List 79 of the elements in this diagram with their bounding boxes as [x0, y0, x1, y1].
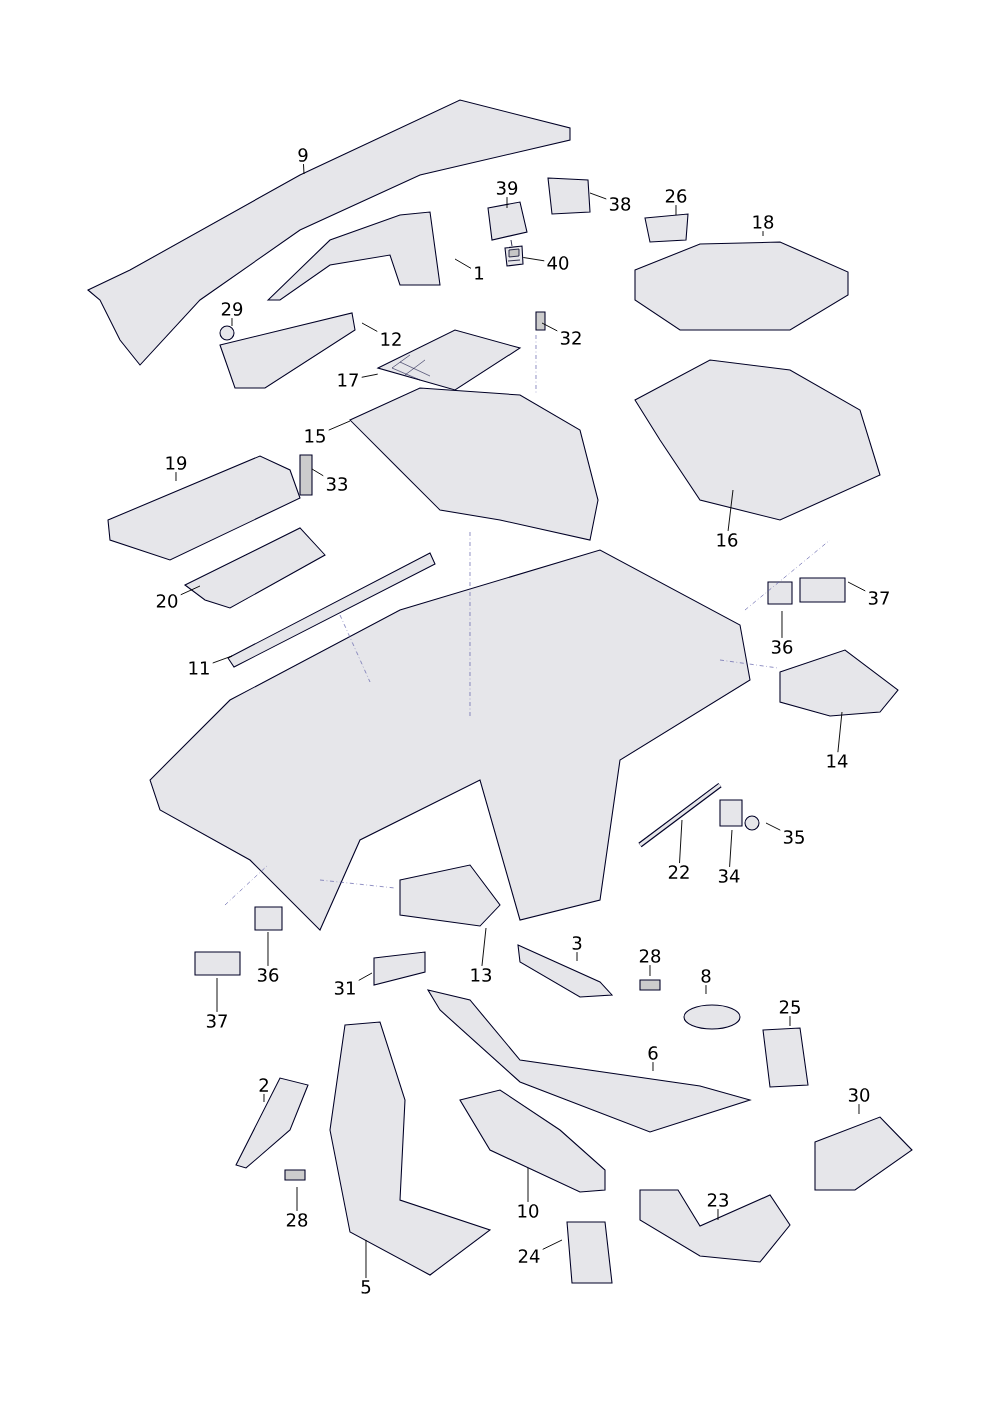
callout-number: 8: [701, 969, 711, 983]
callout-number: 33: [326, 477, 347, 491]
leader-line: [365, 1239, 367, 1279]
leader-line: [858, 1103, 860, 1115]
leader-line: [296, 1186, 298, 1212]
callout-number: 34: [718, 869, 740, 883]
callout-number: 18: [753, 215, 774, 229]
leader-line: [717, 1208, 719, 1221]
leader-line: [212, 655, 233, 664]
callout-number: 2: [259, 1078, 268, 1092]
callout-number: 12: [381, 332, 401, 346]
clip-drawing: [504, 239, 524, 267]
callout-number: 40: [547, 256, 569, 270]
callout-number: 39: [496, 181, 518, 195]
callout-number: 6: [648, 1046, 658, 1060]
leader-line: [542, 1239, 563, 1250]
leader-line: [652, 1061, 654, 1072]
leader-line: [216, 977, 218, 1013]
callout-number: 37: [206, 1014, 227, 1028]
leader-line: [576, 951, 578, 962]
callout-number: 37: [868, 591, 889, 605]
leader-line: [649, 964, 651, 977]
leader-line: [847, 581, 866, 592]
leader-line: [328, 420, 351, 431]
leader-line: [541, 322, 558, 332]
callout-number: 19: [166, 456, 187, 470]
leader-line: [231, 317, 233, 327]
leader-line: [180, 585, 201, 596]
leader-line: [361, 373, 379, 378]
callout-number: 16: [717, 533, 738, 547]
leader-line: [454, 258, 472, 269]
callout-number: 28: [286, 1213, 308, 1227]
callout-number: 32: [560, 331, 581, 345]
callout-number: 15: [305, 429, 325, 443]
leader-line: [527, 1167, 529, 1203]
leader-line: [361, 322, 378, 332]
leader-line: [705, 984, 707, 995]
leader-line: [506, 196, 508, 209]
callout-number: 29: [221, 302, 243, 316]
callout-number: 24: [518, 1249, 540, 1263]
callout-number: 35: [783, 830, 804, 844]
leader-line: [303, 163, 305, 175]
leader-line: [522, 257, 545, 262]
callout-number: 9: [298, 148, 308, 162]
callout-number: 13: [471, 968, 491, 982]
callout-number: 5: [361, 1280, 371, 1294]
leader-line: [481, 927, 487, 967]
leader-line: [781, 610, 783, 639]
leader-line: [589, 192, 607, 200]
callout-number: 30: [848, 1088, 870, 1102]
leader-line: [765, 822, 781, 831]
callout-number: 36: [257, 968, 279, 982]
leader-line: [679, 819, 683, 864]
leader-line: [729, 829, 733, 868]
callout-number: 23: [707, 1193, 728, 1207]
leader-line: [311, 468, 324, 477]
leader-line: [762, 230, 764, 237]
callout-number: 22: [668, 865, 689, 879]
callout-number: 36: [771, 640, 793, 654]
callout-number: 26: [665, 189, 687, 203]
callout-number: 20: [156, 594, 178, 608]
leader-line: [358, 972, 373, 981]
leader-line: [175, 471, 177, 482]
leader-line: [727, 489, 734, 532]
leader-line: [789, 1015, 791, 1027]
leader-line: [837, 711, 843, 753]
callout-number: 3: [572, 936, 582, 950]
leader-line: [675, 204, 677, 216]
callout-number: 25: [779, 1000, 800, 1014]
callout-number: 11: [189, 661, 209, 675]
callout-number: 14: [827, 754, 848, 768]
leader-line: [263, 1093, 265, 1103]
callout-number: 1: [475, 266, 484, 280]
callout-number: 31: [334, 981, 355, 995]
callout-number: 17: [338, 373, 358, 387]
callout-number: 10: [518, 1204, 539, 1218]
leader-line: [267, 931, 269, 967]
callout-number: 38: [609, 197, 631, 211]
callout-number: 28: [639, 949, 661, 963]
